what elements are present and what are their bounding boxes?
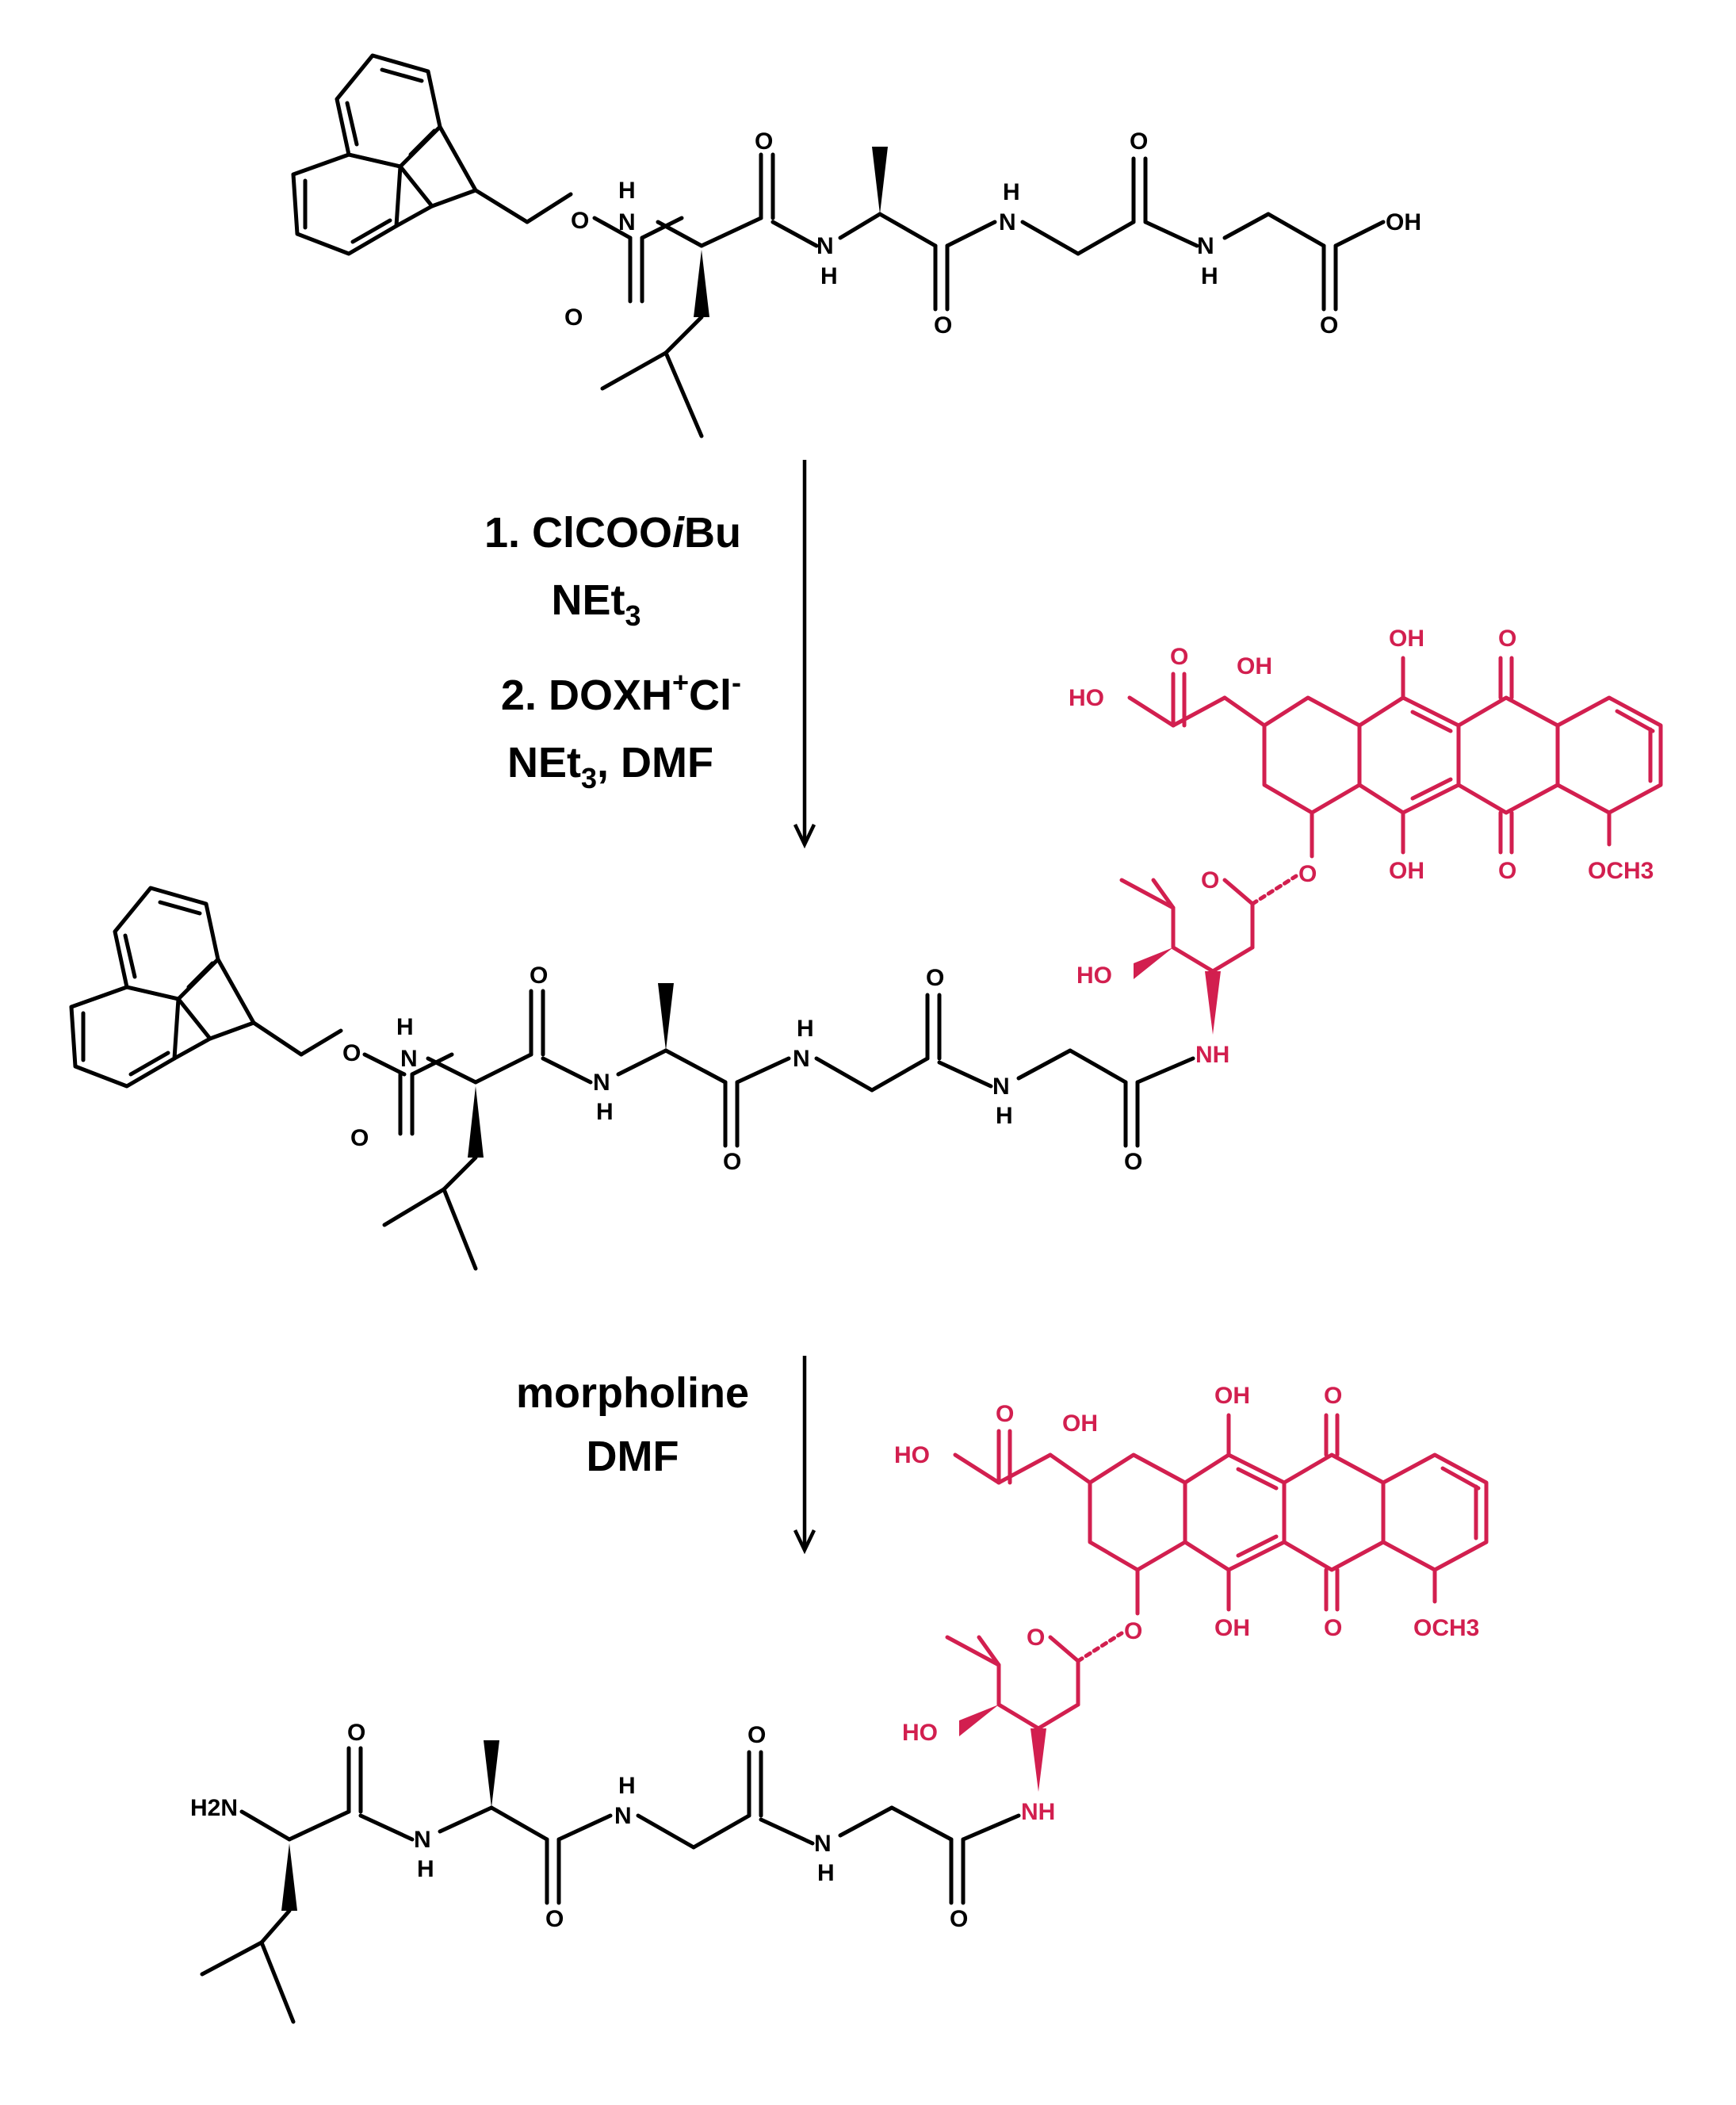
atom-h: H [618, 1773, 636, 1799]
atom-och3: OCH3 [1413, 1615, 1479, 1641]
atom-o: O [755, 128, 773, 155]
atom-n: N [816, 233, 834, 259]
atom-n: N [992, 1074, 1010, 1100]
atom-h: H [797, 1016, 814, 1042]
atom-o: O [1324, 1615, 1342, 1641]
atom-och3: OCH3 [1588, 858, 1654, 884]
atom-oh: OH [1062, 1410, 1098, 1437]
atom-h2n: H2N [190, 1795, 238, 1821]
atom-o: O [723, 1149, 741, 1175]
atom-oh: OH [1237, 653, 1272, 679]
atom-n: N [999, 209, 1016, 235]
atom-ho: HO [1069, 685, 1104, 711]
atom-oh: OH [1386, 209, 1421, 235]
atom-h: H [996, 1103, 1013, 1129]
atom-o: O [1124, 1618, 1142, 1644]
atom-nh: NH [1021, 1799, 1055, 1825]
atom-o: O [1170, 644, 1188, 670]
atom-o: O [1027, 1625, 1045, 1651]
atom-n: N [400, 1046, 418, 1072]
atom-o: O [1130, 128, 1148, 155]
atom-h: H [1201, 263, 1218, 289]
condition-dmf: DMF [587, 1433, 679, 1480]
atom-h: H [618, 178, 636, 204]
reaction-arrow-1 [793, 460, 816, 849]
condition-line-3: 2. DOXH+Cl- [501, 666, 741, 719]
condition-line-1: 1. ClCOOiBu [484, 509, 741, 557]
doxorubicin-moiety: NH O HO O [1069, 626, 1663, 1068]
atom-n: N [593, 1070, 610, 1096]
atom-h: H [596, 1099, 614, 1125]
reaction-arrow-2 [793, 1356, 816, 1555]
atom-oh: OH [1214, 1383, 1250, 1409]
atom-o: O [926, 965, 944, 991]
atom-oh: OH [1389, 858, 1424, 884]
reaction-conditions-2: morpholine DMF [516, 1369, 749, 1480]
atom-n: N [414, 1827, 431, 1853]
doxorubicin-moiety: NH O HO O OH OH O [894, 1383, 1489, 1825]
atom-o: O [545, 1906, 564, 1932]
fluorene-group [69, 886, 256, 1089]
atom-o: O [1201, 867, 1219, 894]
condition-morpholine: morpholine [516, 1369, 749, 1417]
condition-line-4: NEt3, DMF [507, 739, 713, 794]
fmoc-peptide-dox: O O H N O N H O N H O N H [69, 626, 1663, 1271]
fmoc-peptide-acid: O O H N O N H O N H O [291, 53, 1421, 438]
atom-n: N [614, 1803, 632, 1829]
atom-ho: HO [894, 1442, 930, 1468]
atom-o: O [342, 1040, 361, 1066]
reaction-conditions-1: 1. ClCOOiBu NEt3 2. DOXH+Cl- NEt3, DMF [484, 509, 741, 794]
atom-o: O [564, 304, 583, 331]
atom-ho: HO [902, 1720, 938, 1746]
atom-h: H [396, 1014, 414, 1040]
atom-o: O [1324, 1383, 1342, 1409]
atom-o: O [350, 1125, 369, 1151]
atom-n: N [618, 209, 636, 235]
peptide-dox-product: H2N O N H O N H O N H O [190, 1383, 1489, 2024]
atom-o: O [1298, 861, 1317, 887]
atom-o: O [1498, 626, 1516, 652]
atom-nh: NH [1195, 1042, 1229, 1068]
atom-h: H [820, 263, 838, 289]
atom-o: O [1124, 1149, 1142, 1175]
atom-o: O [934, 312, 952, 339]
atom-oh: OH [1214, 1615, 1250, 1641]
atom-o: O [571, 208, 589, 234]
atom-o: O [748, 1722, 766, 1748]
atom-n: N [814, 1831, 832, 1857]
atom-h: H [1003, 179, 1020, 205]
atom-h: H [417, 1856, 434, 1882]
atom-ho: HO [1076, 963, 1112, 989]
atom-o: O [1320, 312, 1338, 339]
condition-line-2: NEt3 [551, 576, 640, 632]
atom-o: O [1498, 858, 1516, 884]
atom-oh: OH [1389, 626, 1424, 652]
atom-n: N [1197, 233, 1214, 259]
atom-h: H [817, 1860, 835, 1886]
atom-n: N [793, 1046, 810, 1072]
atom-o: O [996, 1401, 1014, 1427]
atom-o: O [950, 1906, 968, 1932]
atom-o: O [347, 1720, 365, 1746]
fluorene-group [291, 53, 478, 256]
atom-o: O [530, 963, 548, 989]
